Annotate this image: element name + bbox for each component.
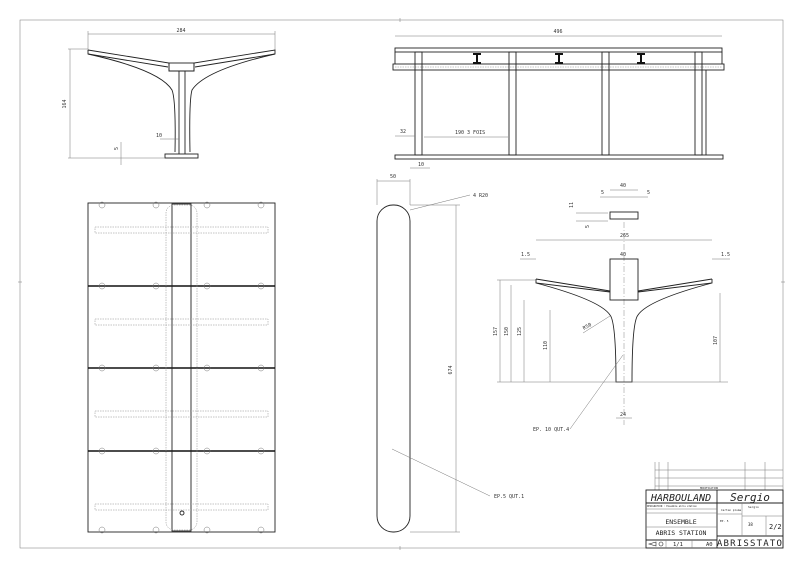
dim-h150: 150 (504, 327, 510, 336)
title-block: MODIFICATION HARBOULAND Sergio DESIGNATI… (645, 462, 784, 549)
author-name: Sergio (730, 491, 770, 504)
dim-base: 5 (114, 147, 120, 150)
dim-plate-width: 40 (620, 183, 626, 189)
title-line-1: ENSEMBLE (665, 518, 696, 526)
panel-view: 50 4 R20 674 EP.5 QUT.1 (376, 174, 524, 533)
dim-edge-left: 1.5 (521, 252, 530, 258)
dim-h110: 110 (543, 341, 549, 350)
dim-h125: 125 (517, 327, 523, 336)
dim-plate-right: 5 (647, 190, 650, 196)
section-note: EP. 10 QUT.4 (533, 427, 569, 433)
project-name: ABRISSTATO (717, 539, 783, 549)
front-view: 496 32 190 3 FOIS 10 (392, 29, 725, 169)
plan-view (87, 201, 276, 534)
scale-value: 1/1 (673, 542, 683, 548)
dim-h157: 157 (493, 327, 499, 336)
dim-width: 284 (176, 28, 185, 34)
dim-post: 24 (620, 412, 626, 418)
dim-spacing: 190 3 FOIS (455, 130, 485, 136)
dim-panel-width: 50 (390, 174, 396, 180)
dim-post: 10 (156, 133, 162, 139)
dim-plate-h2: 5 (585, 225, 591, 228)
company-name: HARBOULAND (650, 493, 711, 504)
side-view: 284 164 10 5 (62, 28, 276, 165)
dim-radius: R50 (582, 322, 593, 332)
dim-length: 496 (553, 29, 562, 35)
dim-plate-left: 5 (601, 190, 604, 196)
dim-plate-h1: 11 (569, 202, 575, 208)
drawn-by-value: Sergio (748, 505, 759, 509)
material-value: Carton plume (721, 508, 742, 512)
designation-line: DESIGNATION : Ensemble abris station (647, 505, 697, 508)
dim-post-width: 10 (418, 162, 424, 168)
panel-note: EP.5 QUT.1 (494, 494, 524, 500)
drawing-frame (19, 19, 784, 549)
dim-panel-length: 674 (448, 365, 454, 374)
panel-radius: 4 R20 (473, 193, 488, 199)
section-view: 40 5 5 11 5 265 1.5 1.5 40 157 150 125 1… (493, 183, 730, 433)
revision-header: MODIFICATION (700, 486, 719, 490)
dim-slot: 40 (620, 252, 626, 258)
title-line-2: ABRIS STATION (656, 529, 707, 537)
thickness-value: EP. 5 (720, 519, 729, 523)
format-value: A0 (706, 542, 713, 548)
dim-h107: 107 (713, 336, 719, 345)
sheet-number: 2/2 (769, 523, 782, 531)
dim-edge-right: 1.5 (721, 252, 730, 258)
quantity-value: 38 (748, 522, 753, 527)
projection-symbol-icon (647, 541, 664, 547)
dim-span: 265 (620, 233, 629, 239)
dim-overhang: 32 (400, 129, 406, 135)
dim-height: 164 (62, 99, 68, 108)
